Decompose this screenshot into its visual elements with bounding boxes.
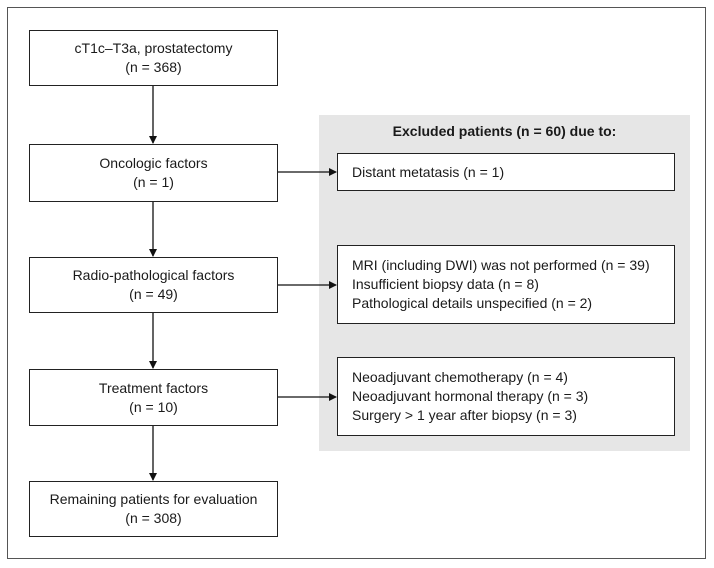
excluded-line: Distant metatasis (n = 1) [352, 163, 505, 180]
figure-frame [7, 7, 706, 559]
step-treatment-count: (n = 10) [129, 398, 178, 415]
step-remaining-title: Remaining patients for evaluation [49, 491, 258, 507]
step-oncologic-box: Oncologic factors (n = 1) [29, 144, 278, 202]
step-remaining-count: (n = 308) [125, 510, 182, 526]
excluded-line: Neoadjuvant hormonal therapy (n = 3) [352, 388, 589, 404]
excluded-treatment-box: Neoadjuvant chemotherapy (n = 4) Neoadju… [337, 357, 675, 436]
step-start-title: cT1c–T3a, prostatectomy [74, 40, 233, 56]
excluded-line: Insufficient biopsy data (n = 8) [352, 276, 539, 292]
step-start-count: (n = 368) [125, 59, 182, 75]
step-radio-title: Radio-pathological factors [72, 267, 235, 283]
step-treatment-title: Treatment factors [98, 379, 209, 396]
step-oncologic-count: (n = 1) [133, 174, 174, 190]
excluded-radio-box: MRI (including DWI) was not performed (n… [337, 245, 675, 324]
excluded-oncologic-box: Distant metatasis (n = 1) [337, 153, 675, 191]
step-start-box: cT1c–T3a, prostatectomy (n = 368) [29, 30, 278, 86]
excluded-line: Neoadjuvant chemotherapy (n = 4) [352, 369, 568, 385]
step-radio-box: Radio-pathological factors (n = 49) [29, 257, 278, 313]
step-radio-count: (n = 49) [129, 286, 178, 302]
excluded-line: Pathological details unspecified (n = 2) [352, 295, 593, 311]
excluded-title: Excluded patients (n = 60) due to: [392, 123, 617, 139]
step-treatment-box: Treatment factors (n = 10) [29, 369, 278, 426]
step-oncologic-title: Oncologic factors [99, 155, 208, 171]
step-remaining-box: Remaining patients for evaluation (n = 3… [29, 481, 278, 537]
excluded-line: MRI (including DWI) was not performed (n… [352, 257, 650, 273]
excluded-line: Surgery > 1 year after biopsy (n = 3) [352, 407, 577, 423]
